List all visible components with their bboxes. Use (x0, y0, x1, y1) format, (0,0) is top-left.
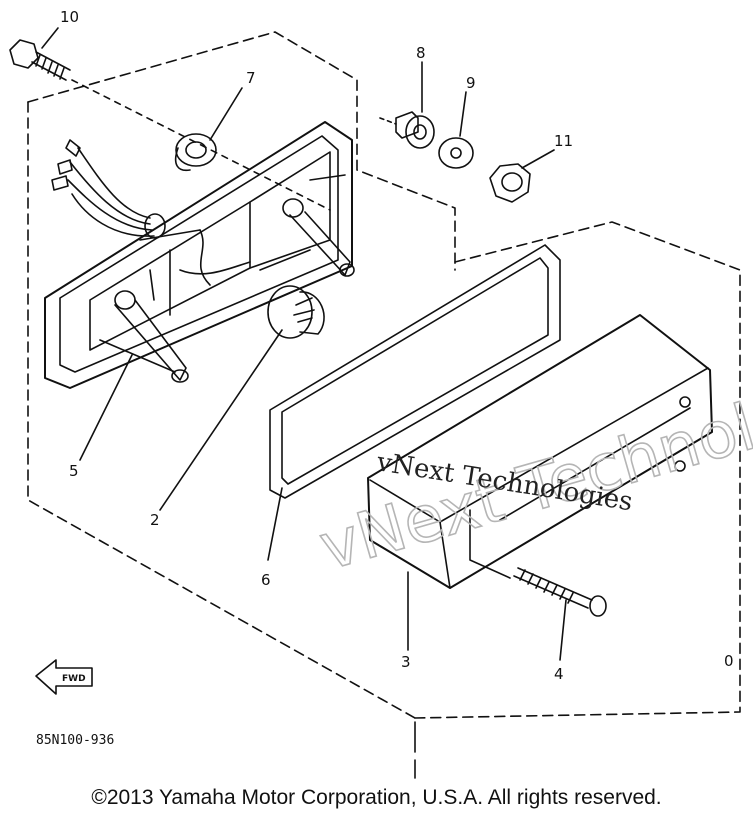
callout-2: 2 (150, 511, 160, 529)
forward-arrow-icon (35, 659, 93, 695)
callout-3: 3 (401, 653, 411, 671)
lens-part (367, 314, 713, 589)
assembly-boundary-right (414, 221, 741, 719)
lamp-housing-part (44, 121, 355, 389)
callout-10: 10 (60, 8, 79, 26)
nut-part (489, 163, 531, 203)
assembly-boundary-left (27, 101, 416, 719)
callout-5: 5 (69, 462, 79, 480)
bulb-part (267, 285, 325, 339)
callout-0: 0 (724, 652, 734, 670)
copyright-notice: ©2013 Yamaha Motor Corporation, U.S.A. A… (91, 786, 662, 809)
fwd-label: FWD (62, 674, 86, 684)
gasket-part (269, 244, 561, 499)
callout-9: 9 (466, 74, 476, 92)
washer-part (438, 137, 474, 169)
grommet-part (174, 133, 217, 172)
wire-harness-part (51, 139, 166, 239)
callout-8: 8 (416, 44, 426, 62)
collar-part (395, 111, 435, 149)
screw-part (513, 567, 607, 617)
bolt-part (9, 39, 71, 81)
callout-7: 7 (246, 69, 256, 87)
callout-11: 11 (554, 132, 573, 150)
callout-6: 6 (261, 571, 271, 589)
callout-4: 4 (554, 665, 564, 683)
assembly-boundary-upper (27, 31, 456, 271)
part-code: 85N100-936 (36, 733, 114, 748)
